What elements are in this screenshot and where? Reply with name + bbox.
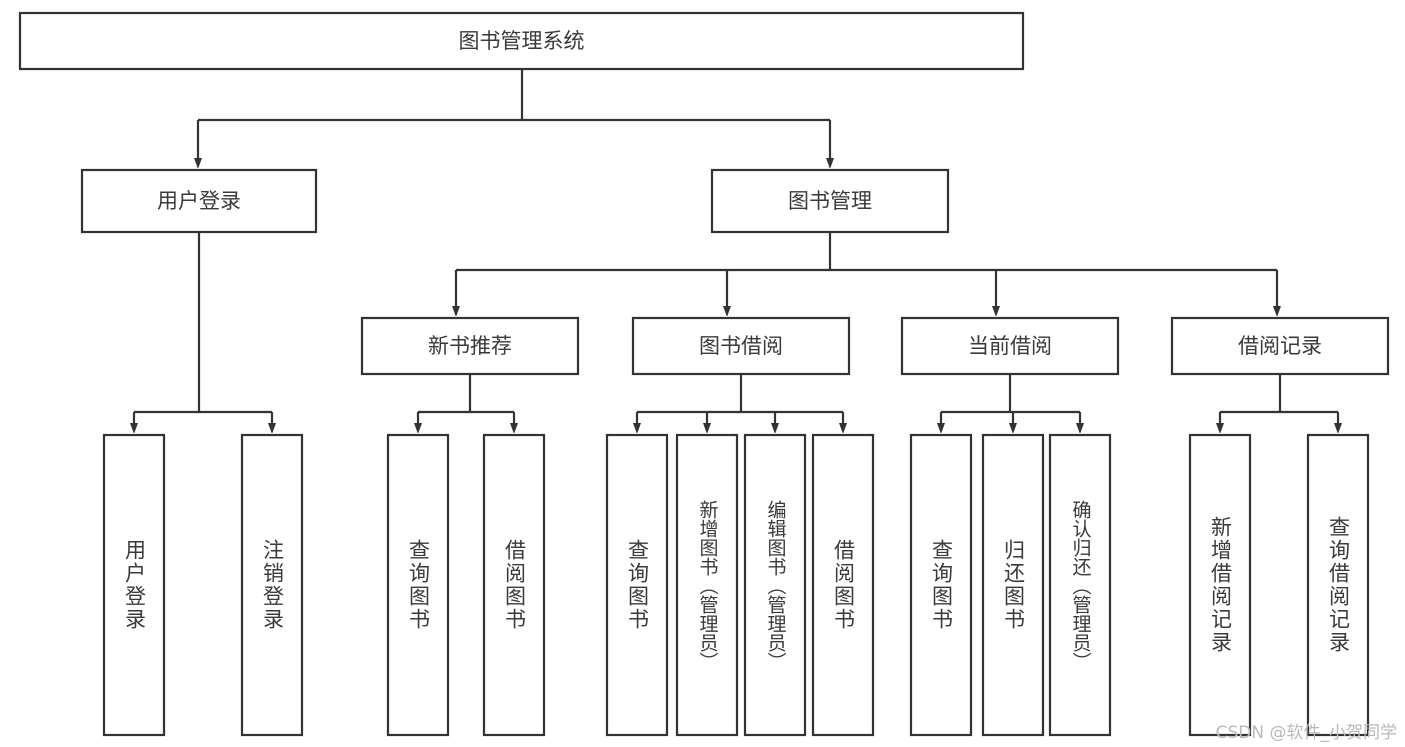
watermark-text: CSDN @软件_小贺同学 bbox=[1215, 723, 1397, 743]
boxes-layer bbox=[18, 11, 1390, 737]
leaf-node-box[interactable] bbox=[240, 433, 304, 737]
level2-node-box[interactable] bbox=[80, 168, 318, 234]
level3-node-label: 图书借阅 bbox=[699, 334, 783, 358]
level3-node-label: 新书推荐 bbox=[428, 334, 512, 358]
leaf-node-box[interactable] bbox=[102, 433, 166, 737]
leaf-node-box[interactable] bbox=[1306, 433, 1370, 737]
leaf-node-box[interactable] bbox=[811, 433, 875, 737]
root-node-box[interactable] bbox=[18, 11, 1025, 71]
level3-node-box[interactable] bbox=[631, 316, 851, 376]
level2-node-box[interactable] bbox=[710, 168, 950, 234]
leaf-node-box[interactable] bbox=[1188, 433, 1252, 737]
leaf-node-box[interactable] bbox=[605, 433, 669, 737]
connectors-layer bbox=[134, 69, 1338, 424]
root-node-label: 图书管理系统 bbox=[459, 29, 585, 53]
level3-node-label: 当前借阅 bbox=[968, 334, 1052, 358]
leaf-node-box[interactable] bbox=[482, 433, 546, 737]
leaf-node-box[interactable] bbox=[675, 433, 739, 737]
level3-node-box[interactable] bbox=[360, 316, 580, 376]
level3-node-box[interactable] bbox=[900, 316, 1120, 376]
leaf-node-box[interactable] bbox=[909, 433, 973, 737]
level2-node-label: 图书管理 bbox=[788, 189, 872, 213]
leaf-node-box[interactable] bbox=[981, 433, 1045, 737]
level2-node-label: 用户登录 bbox=[157, 189, 241, 213]
level3-node-label: 借阅记录 bbox=[1238, 334, 1322, 358]
leaf-node-box[interactable] bbox=[386, 433, 450, 737]
level3-node-box[interactable] bbox=[1170, 316, 1390, 376]
leaf-node-box[interactable] bbox=[743, 433, 807, 737]
leaf-node-box[interactable] bbox=[1048, 433, 1112, 737]
